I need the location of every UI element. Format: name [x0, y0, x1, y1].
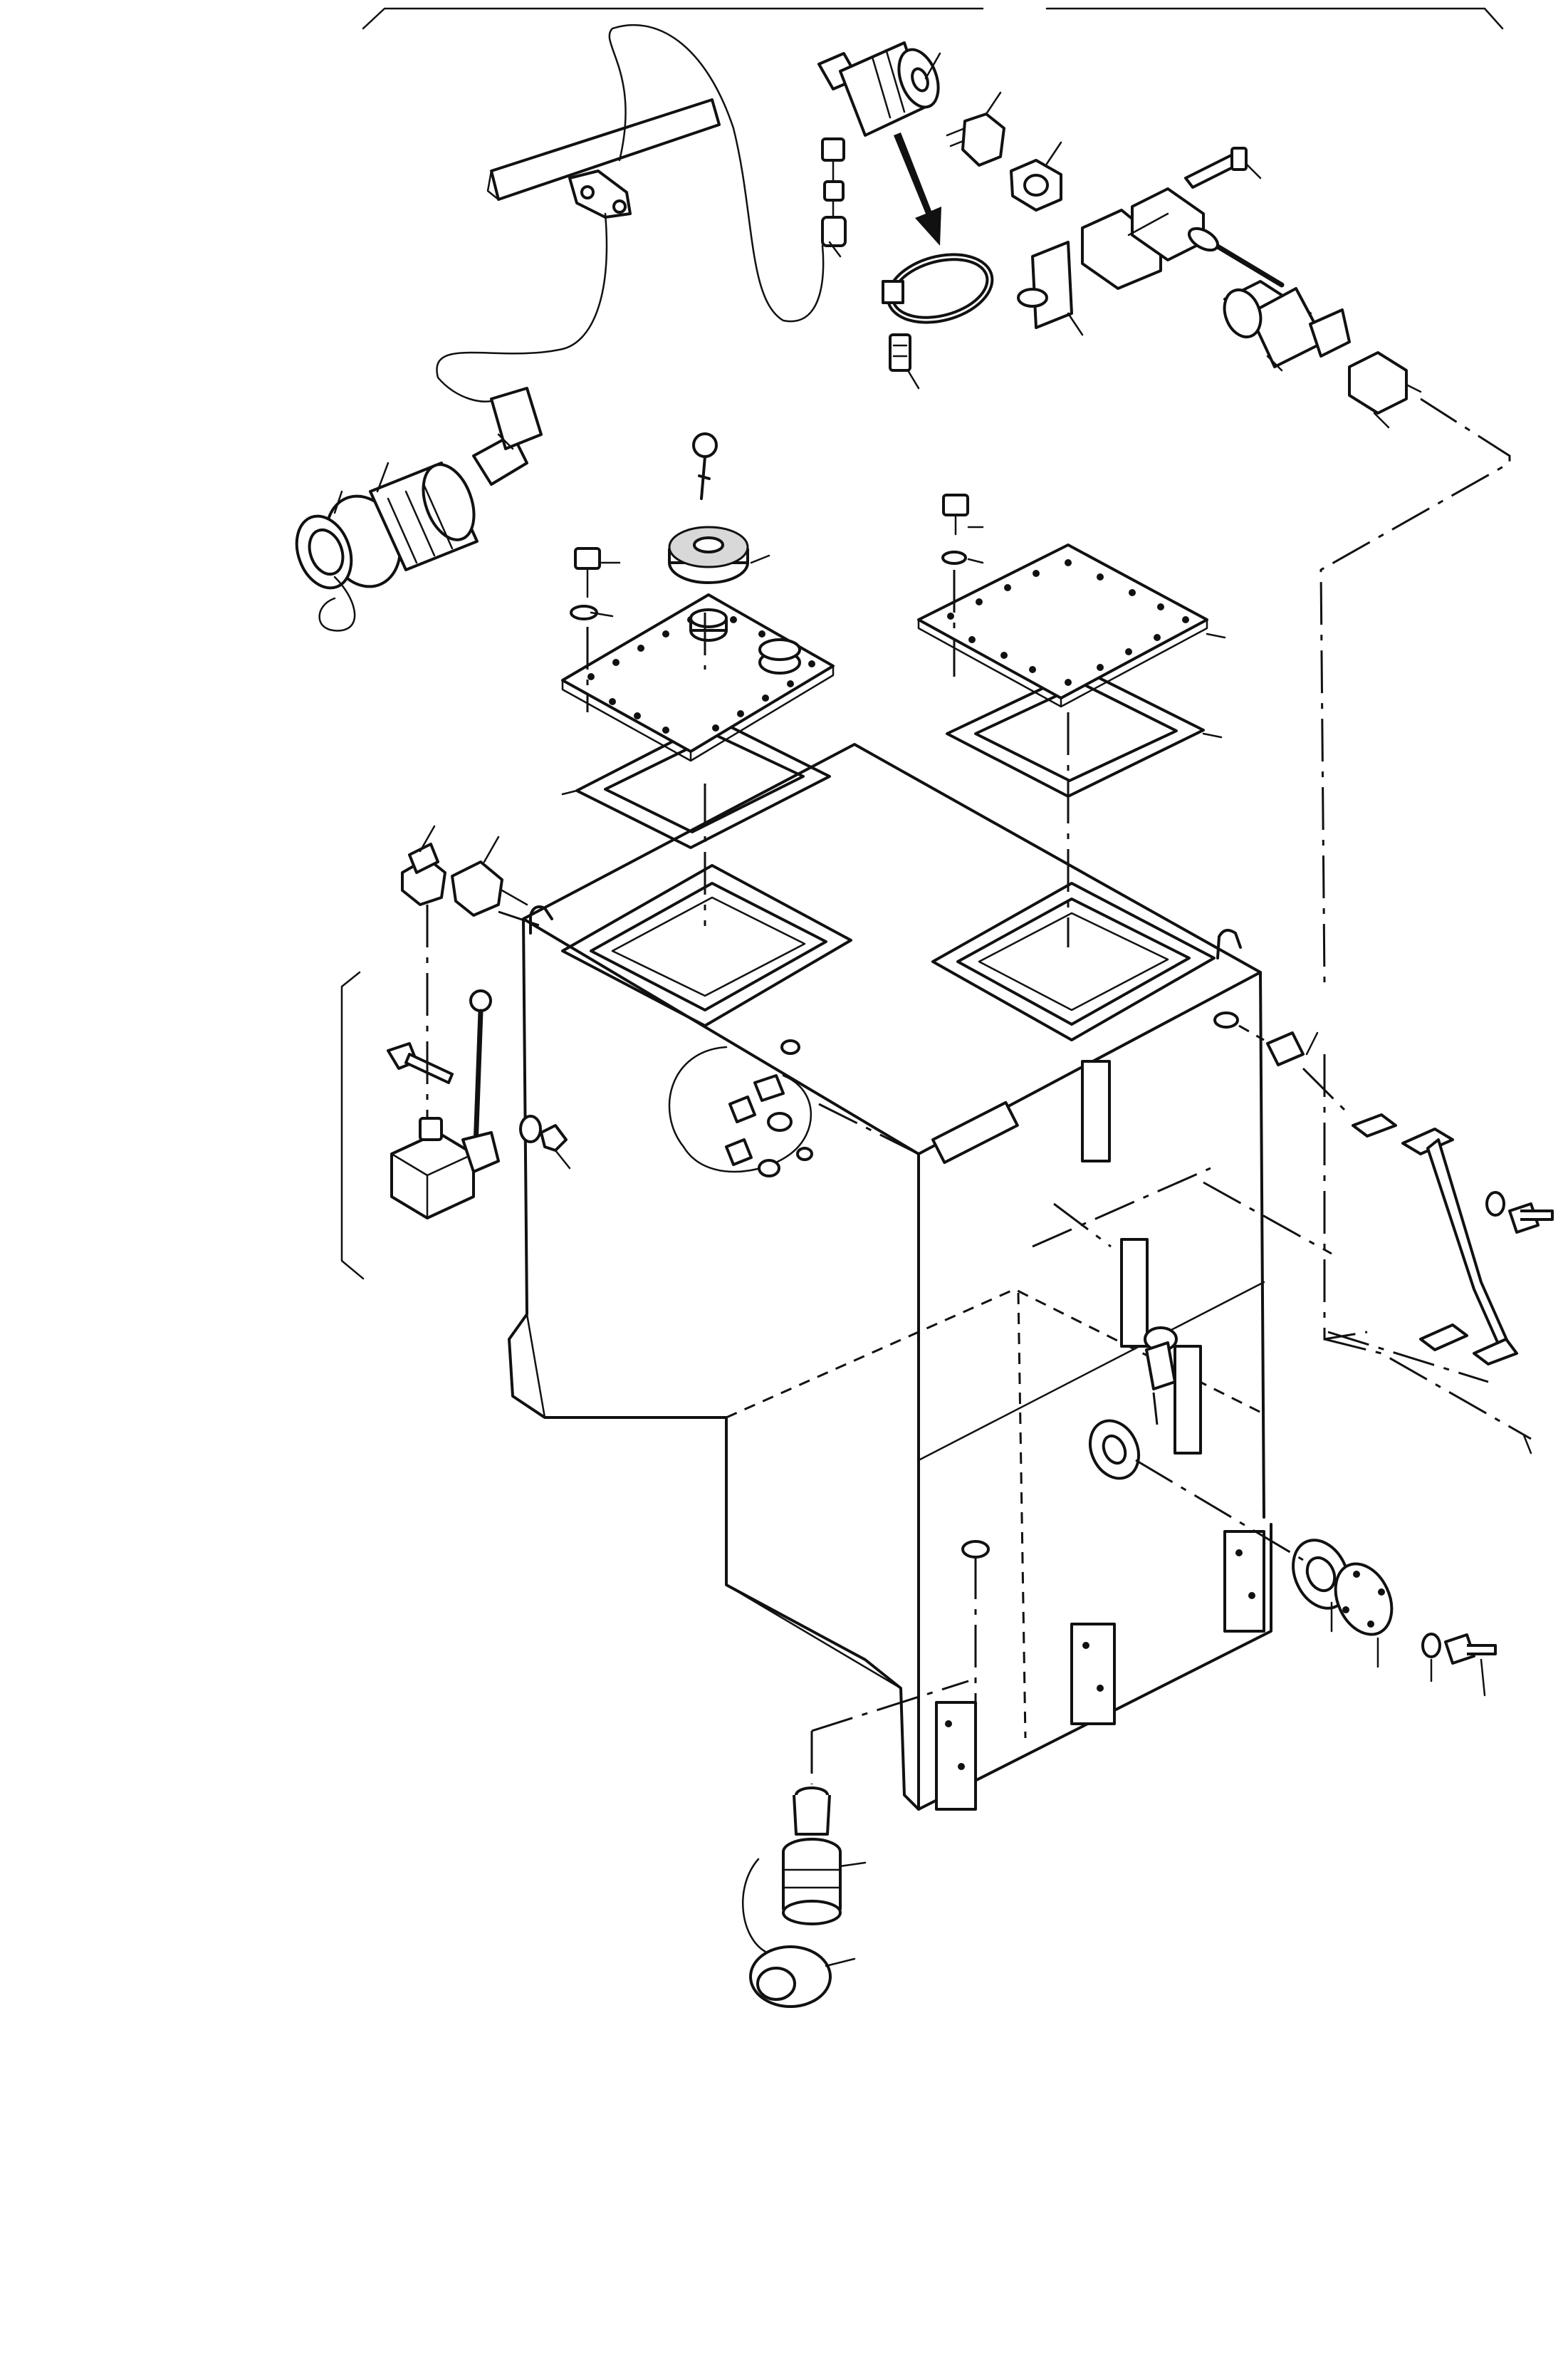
opening-frame-left — [561, 864, 852, 1027]
cover-bolts — [570, 494, 969, 620]
drain-valve — [390, 1117, 475, 1219]
valve-lever — [461, 989, 500, 1173]
small-fittings — [821, 137, 847, 247]
clamp-base — [1017, 241, 1073, 329]
dust-cap-left — [295, 514, 356, 632]
tank-body — [508, 743, 1272, 1811]
leader-lines — [333, 52, 1486, 1967]
bottom-dust-cap — [742, 1858, 832, 2008]
plug-cluster — [668, 1039, 813, 1177]
bracket-front-top — [931, 1101, 1019, 1165]
top-bracket — [362, 7, 1504, 30]
filler-cap — [668, 526, 749, 584]
hose-end — [472, 387, 543, 486]
hose-nipple — [1144, 1326, 1178, 1390]
bracket-vertical-2 — [1120, 1238, 1149, 1348]
foot-plate-3 — [1223, 1530, 1265, 1633]
foot-plate-2 — [1070, 1623, 1116, 1725]
flange-cover — [1334, 1562, 1394, 1636]
gauge-bolts — [1485, 1191, 1554, 1234]
lifting-eye-left — [529, 905, 553, 935]
hex-nipple — [946, 113, 1005, 167]
rail-clamp — [568, 170, 632, 219]
hose — [608, 24, 825, 323]
hose-lower — [436, 212, 608, 402]
bolt-head-top — [1230, 147, 1248, 171]
strap-clamp — [882, 253, 994, 324]
ball-valve — [1188, 227, 1351, 368]
body-brackets — [931, 1060, 1265, 1811]
lever-nut-washer — [519, 1115, 568, 1152]
elbow-fitting — [401, 843, 446, 906]
cover-plate-right — [917, 543, 1208, 708]
cover-plate-left — [561, 593, 835, 762]
split-clamp — [1081, 187, 1205, 290]
bracket-left — [340, 971, 365, 1280]
flange-bolt — [1421, 1633, 1497, 1665]
key — [692, 432, 718, 500]
bracket-vertical-3 — [1174, 1345, 1202, 1455]
centerlines — [426, 397, 1532, 1784]
opening-frame-right — [931, 882, 1216, 1041]
lifting-eye-right — [1216, 929, 1242, 959]
arrow — [894, 132, 941, 246]
screw-lower — [889, 333, 911, 372]
quick-coupling — [817, 41, 940, 137]
flange-inner — [1088, 1419, 1141, 1480]
bracket-vertical-1 — [1081, 1060, 1111, 1162]
bottom-washer — [961, 1540, 990, 1559]
gasket-right — [946, 668, 1205, 798]
foot-plate-1 — [935, 1701, 977, 1811]
sight-gauge-bar — [1352, 1113, 1518, 1365]
bottom-coupling — [782, 1786, 842, 1925]
lever-bolt — [387, 1042, 454, 1084]
pipe-rail — [486, 98, 721, 201]
hex-nut — [1010, 159, 1062, 212]
reducer-nut — [451, 860, 528, 917]
ball-valve-nut — [1348, 351, 1422, 415]
level-plug — [1213, 1011, 1305, 1066]
